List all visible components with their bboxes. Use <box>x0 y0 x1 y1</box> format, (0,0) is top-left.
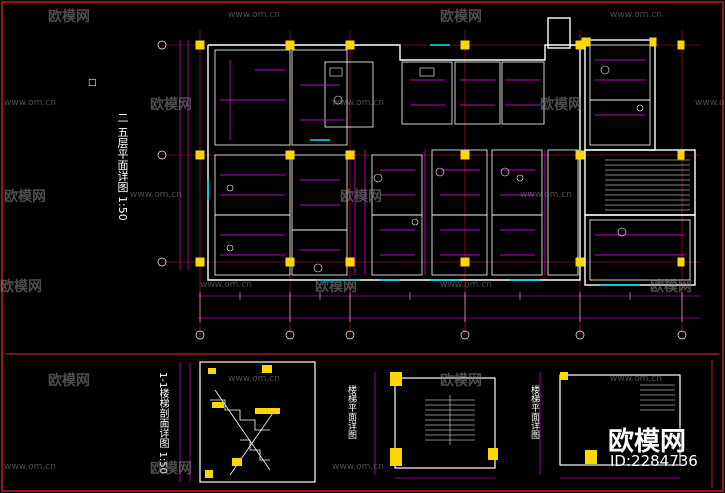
stair-treads <box>605 159 690 211</box>
section-dimensions <box>179 362 191 482</box>
stair-plan-b-dims <box>539 372 680 479</box>
stair-plan-a-walls <box>394 377 496 469</box>
stair-plan-b-treads <box>640 384 675 411</box>
stair-plan-b-walls <box>559 374 681 466</box>
section-walls <box>199 361 316 483</box>
stair-plan-a-treads <box>425 395 475 445</box>
stair-plan-b-title: 楼梯平面详图 <box>529 385 539 439</box>
dimension-lines <box>179 40 700 319</box>
sanitary-fixtures <box>226 65 644 273</box>
stair-plan-a-title: 楼梯平面详图 <box>346 385 356 439</box>
axis-bubbles <box>157 40 687 340</box>
structural-columns <box>195 37 685 267</box>
stair-plan-b-columns <box>560 372 597 464</box>
main-plan-title: 二 五层平面详图 1:50 <box>116 112 129 221</box>
watermark-big-brand: 欧模网 <box>608 427 687 457</box>
stair-plan-a-columns <box>390 372 498 466</box>
stair-plan-a-dims <box>374 372 495 479</box>
window-openings <box>207 44 640 286</box>
section-beams <box>205 365 280 478</box>
note-marker: □ <box>88 78 97 88</box>
dimension-ticks <box>199 292 683 322</box>
main-walls <box>207 17 696 286</box>
room-partitions <box>214 44 691 281</box>
fixture-hatch <box>220 59 685 275</box>
section-title: 1-1楼梯剖面详图 1:50 <box>157 372 168 474</box>
watermark-id: ID:2284736 <box>610 452 698 470</box>
